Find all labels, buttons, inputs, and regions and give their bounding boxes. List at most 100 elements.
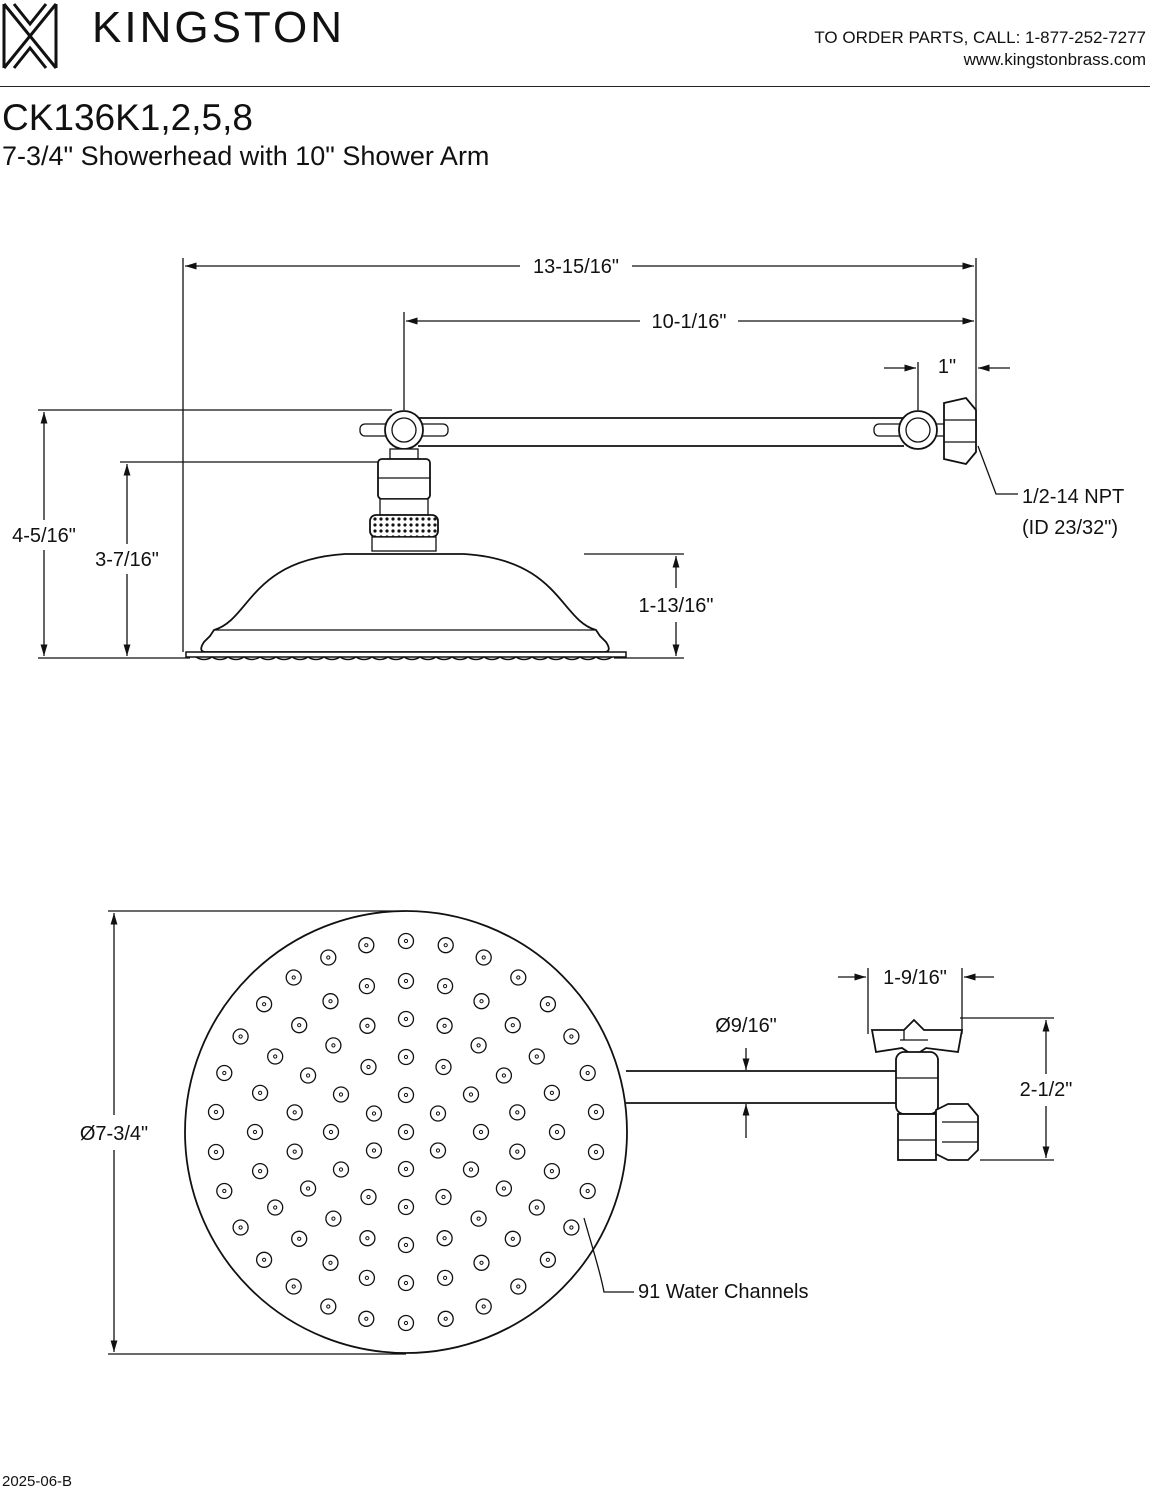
water-channel-hole	[267, 1199, 284, 1216]
side-view	[38, 258, 1018, 661]
water-channel-hole	[246, 1123, 264, 1141]
water-channel-hole	[365, 1105, 383, 1122]
water-channel-hole	[435, 1188, 452, 1206]
water-channel-hole	[360, 1058, 377, 1076]
water-channel-hole	[332, 1086, 350, 1103]
water-channel-hole	[322, 1123, 340, 1141]
water-channel-hole	[539, 1251, 557, 1268]
water-channel-hole	[291, 1230, 308, 1247]
thread-spec-label: 1/2-14 NPT	[1022, 486, 1124, 508]
water-channel-hole	[475, 1298, 492, 1315]
water-channel-hole	[286, 1143, 303, 1160]
water-channel-hole	[397, 1086, 415, 1104]
water-channel-hole	[437, 1310, 454, 1327]
water-channel-hole	[291, 1017, 308, 1034]
water-channel-hole	[255, 996, 273, 1013]
water-channel-hole	[299, 1067, 317, 1084]
water-channel-hole	[495, 1180, 513, 1197]
water-channel-hole	[539, 996, 557, 1013]
water-channel-hole	[207, 1143, 225, 1161]
water-channel-hole	[397, 932, 415, 950]
water-channel-hole	[365, 1142, 383, 1159]
kingston-logo	[2, 3, 58, 69]
water-channel-hole	[470, 1210, 487, 1227]
contact-info: TO ORDER PARTS, CALL: 1-877-252-7277 www…	[814, 27, 1146, 71]
water-channel-hole	[510, 1278, 527, 1295]
water-channel-hole	[436, 977, 454, 995]
water-channel-hole	[358, 937, 375, 954]
water-channel-hole	[509, 1104, 526, 1121]
water-channel-hole	[397, 1314, 415, 1332]
dim-head-drop: 3-7/16"	[95, 549, 159, 571]
water-channel-hole	[563, 1028, 580, 1045]
water-channel-hole	[397, 1010, 415, 1028]
water-channels-label: 91 Water Channels	[638, 1281, 808, 1303]
water-channel-hole	[251, 1084, 269, 1102]
water-channel-hole	[320, 949, 337, 966]
inner-diameter-label: (ID 23/32")	[1022, 517, 1118, 539]
water-channel-hole	[437, 937, 454, 954]
water-channel-hole	[325, 1037, 342, 1054]
water-channel-hole	[358, 1269, 376, 1287]
water-channel-hole	[587, 1103, 605, 1121]
water-channel-hole	[397, 1274, 415, 1292]
water-channel-hole	[397, 972, 415, 990]
water-channel-hole	[509, 1143, 526, 1160]
water-channel-hole	[579, 1182, 596, 1200]
water-channel-hole	[397, 1236, 415, 1254]
water-channel-hole	[359, 1230, 376, 1247]
water-channel-hole	[325, 1210, 342, 1227]
product-description: 7-3/4" Showerhead with 10" Shower Arm	[2, 141, 490, 171]
dim-arm-diameter: Ø9/16"	[715, 1015, 777, 1037]
water-channel-hole	[504, 1230, 521, 1247]
water-channel-hole	[286, 1104, 303, 1121]
water-channel-hole	[470, 1037, 487, 1054]
dim-elbow-offset: 2-1/2"	[1020, 1079, 1073, 1101]
water-channel-hole	[232, 1028, 249, 1045]
water-channel-hole	[548, 1123, 566, 1141]
water-channel-hole	[495, 1067, 513, 1084]
water-channel-hole	[207, 1103, 225, 1121]
water-channel-hole	[504, 1017, 521, 1034]
water-channel-hole	[473, 993, 490, 1010]
water-channel-hole	[360, 1188, 377, 1206]
website-link[interactable]: www.kingstonbrass.com	[963, 50, 1146, 69]
water-channel-hole	[358, 977, 376, 995]
water-channel-hole	[587, 1143, 605, 1161]
water-channel-hole	[473, 1254, 490, 1271]
water-channel-hole	[472, 1123, 490, 1141]
water-channel-hole	[397, 1123, 415, 1141]
water-channel-hole	[397, 1048, 415, 1066]
water-channel-hole	[232, 1219, 249, 1236]
water-channel-hole	[429, 1105, 447, 1122]
water-channel-hole	[475, 949, 492, 966]
water-channel-hole	[322, 993, 339, 1010]
water-channel-hole	[579, 1064, 596, 1082]
water-channel-hole	[332, 1161, 350, 1178]
water-channel-hole	[358, 1310, 375, 1327]
dim-elbow-width: 1-9/16"	[883, 967, 947, 989]
dim-overall-height: 4-5/16"	[12, 525, 76, 547]
water-channels	[207, 932, 605, 1332]
water-channel-hole	[429, 1142, 447, 1159]
water-channel-hole	[255, 1251, 273, 1268]
water-channel-hole	[436, 1017, 453, 1034]
brand-name: KINGSTON	[92, 3, 346, 52]
water-channel-hole	[543, 1162, 561, 1180]
water-channel-hole	[285, 969, 302, 986]
water-channel-hole	[397, 1198, 415, 1216]
water-channel-hole	[320, 1298, 337, 1315]
water-channel-hole	[397, 1160, 415, 1178]
water-channel-hole	[251, 1162, 269, 1180]
water-channel-hole	[322, 1254, 339, 1271]
water-channel-hole	[510, 969, 527, 986]
water-channel-hole	[435, 1058, 452, 1076]
header-divider	[0, 86, 1150, 87]
water-channel-hole	[216, 1182, 233, 1200]
water-channel-hole	[436, 1269, 454, 1287]
water-channel-hole	[462, 1086, 480, 1103]
dim-arm-length: 10-1/16"	[652, 311, 727, 333]
water-channel-hole	[216, 1064, 233, 1082]
dim-head-height: 1-13/16"	[639, 595, 714, 617]
